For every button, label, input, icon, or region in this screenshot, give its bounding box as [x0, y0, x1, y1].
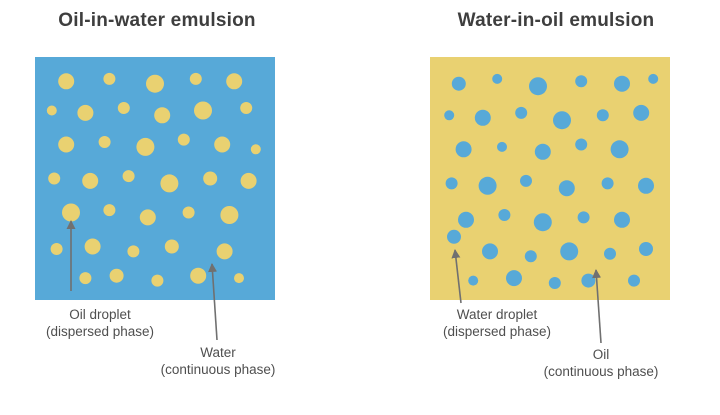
oil-droplet: [220, 206, 239, 224]
oil-droplet: [146, 74, 164, 93]
water-droplet: [639, 242, 653, 256]
oil-droplet: [117, 102, 130, 114]
oil-droplet: [77, 104, 94, 121]
oil-droplet: [216, 243, 233, 260]
oil-droplet: [46, 105, 57, 116]
water-droplet: [548, 277, 561, 289]
oil-droplet: [182, 206, 195, 219]
oil-droplet: [48, 172, 61, 185]
oil-droplet: [109, 268, 124, 283]
oil-droplet: [234, 273, 244, 284]
water-droplet: [455, 141, 472, 158]
oil-droplet: [160, 174, 179, 193]
oil-droplet: [164, 239, 179, 254]
water-droplet: [497, 141, 507, 152]
water-droplet: [451, 76, 466, 91]
oil-droplet: [203, 171, 218, 186]
water-droplet: [444, 110, 455, 121]
oil-droplet: [103, 204, 116, 217]
water-droplet: [638, 177, 654, 194]
water-droplet: [533, 213, 552, 232]
water-droplet: [628, 274, 640, 287]
oil-droplet: [122, 170, 135, 183]
oil-droplet: [50, 243, 63, 255]
oil-droplet: [103, 72, 116, 85]
water-droplet: [577, 211, 590, 224]
water-droplet: [614, 75, 630, 92]
water-droplet: [614, 211, 630, 228]
oil-droplet: [240, 102, 253, 114]
oil-droplet: [214, 136, 231, 153]
water-in-oil-title: Water-in-oil emulsion: [457, 10, 655, 31]
water-droplet: [447, 229, 461, 244]
oil-droplet: [194, 101, 212, 120]
water-droplet: [604, 247, 616, 260]
oil-droplet: [151, 274, 164, 287]
water-droplet: [445, 177, 458, 190]
oil-droplet: [226, 73, 243, 90]
oil-droplet: [58, 73, 75, 90]
label-line: (continuous phase): [160, 362, 276, 377]
oil-droplet: [82, 172, 99, 189]
water-droplet: [478, 176, 497, 195]
water-droplet: [524, 250, 537, 263]
water-droplet: [498, 209, 511, 221]
oil-droplet: [136, 137, 155, 156]
oil-in-water-square: [35, 57, 275, 300]
water-droplet: [575, 75, 588, 88]
label-line: (continuous phase): [543, 364, 659, 379]
water-droplet: [633, 104, 650, 121]
oil-droplet: [84, 238, 101, 255]
label-line: Water: [200, 345, 236, 360]
oil-continuous-label: Oil (continuous phase): [544, 346, 659, 380]
oil-droplet: [189, 72, 202, 85]
label-line: Oil: [592, 347, 610, 362]
water-droplet: [474, 109, 491, 126]
oil-droplet: [127, 245, 140, 258]
oil-in-water-title: Oil-in-water emulsion: [58, 10, 256, 31]
water-droplet: [610, 140, 629, 159]
water-continuous-label: Water (continuous phase): [161, 344, 276, 378]
water-droplet: [492, 73, 503, 84]
water-droplet: [581, 273, 596, 288]
oil-droplet: [190, 267, 207, 284]
water-droplet: [601, 177, 614, 190]
oil-droplet: [98, 136, 111, 148]
water-droplet-label: Water droplet (dispersed phase): [443, 306, 551, 340]
oil-droplet: [240, 172, 257, 189]
label-line: (dispersed phase): [442, 324, 552, 339]
water-droplet: [575, 138, 588, 151]
water-droplet: [506, 270, 522, 287]
water-droplet: [482, 243, 498, 260]
water-droplet: [558, 180, 575, 197]
oil-droplet: [58, 136, 75, 153]
water-droplet: [515, 106, 528, 119]
water-droplet: [520, 174, 532, 187]
oil-droplet: [250, 144, 261, 155]
label-line: (dispersed phase): [45, 324, 155, 339]
water-droplet: [648, 73, 659, 84]
oil-droplet: [139, 209, 156, 226]
oil-droplet: [154, 107, 171, 124]
water-droplet: [560, 242, 579, 261]
water-droplet: [468, 275, 479, 286]
oil-droplet: [79, 272, 92, 285]
label-line: Water droplet: [456, 307, 538, 322]
water-droplet: [553, 111, 571, 130]
water-droplet: [596, 109, 609, 122]
label-line: Oil droplet: [69, 307, 131, 322]
oil-droplet: [62, 203, 80, 222]
water-droplet: [534, 143, 551, 160]
water-droplet: [529, 77, 547, 96]
oil-droplet: [177, 133, 190, 146]
water-droplet: [458, 211, 474, 228]
water-in-oil-square: [430, 57, 670, 300]
oil-droplet-label: Oil droplet (dispersed phase): [46, 306, 154, 340]
